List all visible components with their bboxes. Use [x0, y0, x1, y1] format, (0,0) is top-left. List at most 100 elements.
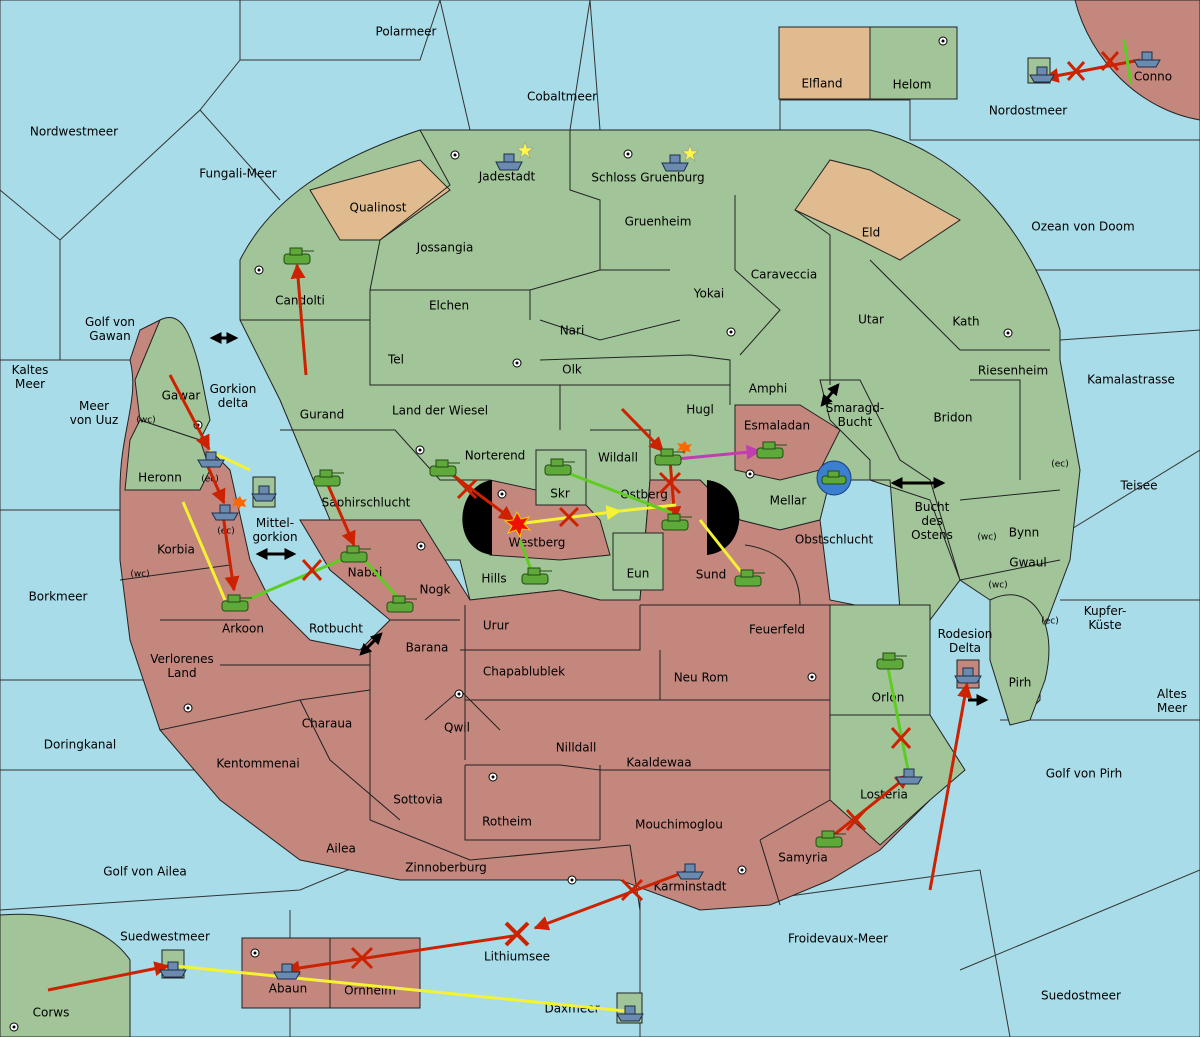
- supply-center-icon: [807, 672, 817, 682]
- label-saphirschlucht: Saphirschlucht: [322, 496, 411, 510]
- supply-center-icon: [415, 445, 425, 455]
- continent-south[interactable]: [119, 319, 931, 911]
- coast-ec-gwaul: (ec): [1041, 617, 1059, 627]
- move-arrow: [445, 468, 515, 522]
- label-barana: Barana: [406, 641, 449, 655]
- fleet-unit-icon: [211, 504, 239, 521]
- army-unit-icon: [340, 545, 371, 563]
- label-rotheim: Rotheim: [482, 815, 532, 829]
- cut-support-mark-icon: [504, 921, 530, 947]
- label-utar: Utar: [858, 313, 884, 327]
- sea-cobaltmeer: Cobaltmeer: [527, 90, 597, 104]
- supply-center-icon: [567, 875, 577, 885]
- x-mark-icon: [456, 478, 478, 500]
- coast-wc-uuz: (wc): [136, 416, 155, 426]
- label-wildall: Wildall: [598, 451, 638, 465]
- fleet-unit-icon: [616, 1005, 644, 1022]
- neutral-unit-icon[interactable]: [816, 460, 852, 496]
- sea-nordostmeer: Nordostmeer: [989, 104, 1067, 118]
- support-line: [236, 552, 356, 606]
- label-mouchimoglou: Mouchimoglou: [635, 818, 723, 832]
- label-sottovia: Sottovia: [393, 793, 443, 807]
- x-mark-icon: [620, 878, 644, 902]
- label-bynn: Bynn: [1009, 526, 1040, 540]
- move-arrow: [290, 263, 308, 376]
- label-pirh: Pirh: [1009, 676, 1032, 690]
- supply-center-icon: [454, 689, 464, 699]
- coast-wc-gwaul: (wc): [988, 581, 1007, 591]
- province-pirh[interactable]: [989, 594, 1050, 726]
- convoy-arrow: [665, 444, 762, 462]
- support-line: [358, 554, 402, 601]
- support-line: [619, 503, 677, 513]
- label-qualinost: Qualinost: [350, 201, 407, 215]
- label-nari: Nari: [560, 324, 585, 338]
- coast-ec-bynn: (ec): [1051, 460, 1069, 470]
- label-gruenheim: Gruenheim: [625, 215, 692, 229]
- sea-froidevaux: Froidevaux-Meer: [788, 932, 888, 946]
- supply-center-icon: [254, 265, 264, 275]
- supply-center-icon: [250, 948, 260, 958]
- move-arrow: [168, 374, 211, 451]
- fleet-unit-icon: [954, 667, 982, 684]
- label-westberg: Westberg: [509, 536, 566, 550]
- support-line: [181, 501, 227, 601]
- star-icon: [681, 144, 699, 162]
- label-land-wiesel: Land der Wiesel: [392, 404, 488, 418]
- label-elfland: Elfland: [801, 77, 842, 91]
- label-karminstadt: Karminstadt: [654, 880, 727, 894]
- label-bridon: Bridon: [933, 411, 972, 425]
- fleet-unit-icon: [1133, 51, 1161, 68]
- army-units[interactable]: [221, 247, 907, 848]
- province-corws[interactable]: [0, 913, 131, 1037]
- army-unit-icon: [654, 448, 685, 466]
- home-center-stars: [516, 141, 699, 162]
- x-mark-icon: [301, 558, 323, 582]
- province-qualinost[interactable]: [309, 159, 451, 241]
- label-ailea: Ailea: [326, 842, 356, 856]
- support-line: [698, 519, 748, 579]
- army-unit-icon: [756, 441, 787, 459]
- label-neu-rom: Neu Rom: [674, 671, 729, 685]
- fleet-units[interactable]: [159, 51, 1161, 1022]
- fleet-unit-icon: [197, 451, 225, 468]
- province-eun[interactable]: [612, 532, 664, 591]
- sea-teisee: Teisee: [1119, 479, 1157, 493]
- label-kaaldewaa: Kaaldewaa: [626, 756, 691, 770]
- x-mark-icon: [558, 506, 580, 528]
- support-line: [174, 964, 626, 1013]
- supply-center-icon: [9, 1022, 19, 1032]
- label-eun: Eun: [627, 567, 650, 581]
- order-green-supports: [236, 39, 1133, 776]
- label-heronn: Heronn: [138, 471, 182, 485]
- label-gurand: Gurand: [300, 408, 344, 422]
- province-eld[interactable]: [794, 159, 961, 261]
- double-arrow-icon: [359, 632, 383, 656]
- move-arrow: [620, 407, 665, 453]
- army-unit-icon: [876, 652, 907, 670]
- label-zinnoberburg: Zinnoberburg: [405, 861, 487, 875]
- supply-center-icon: [450, 150, 460, 160]
- label-olk: Olk: [562, 363, 582, 377]
- support-line: [886, 667, 911, 776]
- supply-center-icon: [938, 36, 948, 46]
- supply-center-icon: [623, 149, 633, 159]
- army-unit-icon: [544, 458, 575, 476]
- move-arrow: [47, 961, 170, 992]
- province-elfland[interactable]: [778, 26, 871, 100]
- sea-nordwestmeer: Nordwestmeer: [30, 125, 118, 139]
- army-unit-icon: [313, 469, 344, 487]
- sea-fungali: Fungali-Meer: [199, 167, 277, 181]
- label-yokai: Yokai: [693, 287, 725, 301]
- x-mark-icon: [845, 808, 867, 832]
- province-ornheim[interactable]: [329, 937, 421, 1009]
- label-tel: Tel: [387, 353, 404, 367]
- sea-kupfer: Kupfer-Küste: [1084, 604, 1127, 632]
- label-jossangia: Jossangia: [416, 241, 474, 255]
- label-sund: Sund: [696, 568, 726, 582]
- coast-ec-heronn: (ec): [201, 475, 219, 485]
- supply-centers: [9, 36, 1013, 1032]
